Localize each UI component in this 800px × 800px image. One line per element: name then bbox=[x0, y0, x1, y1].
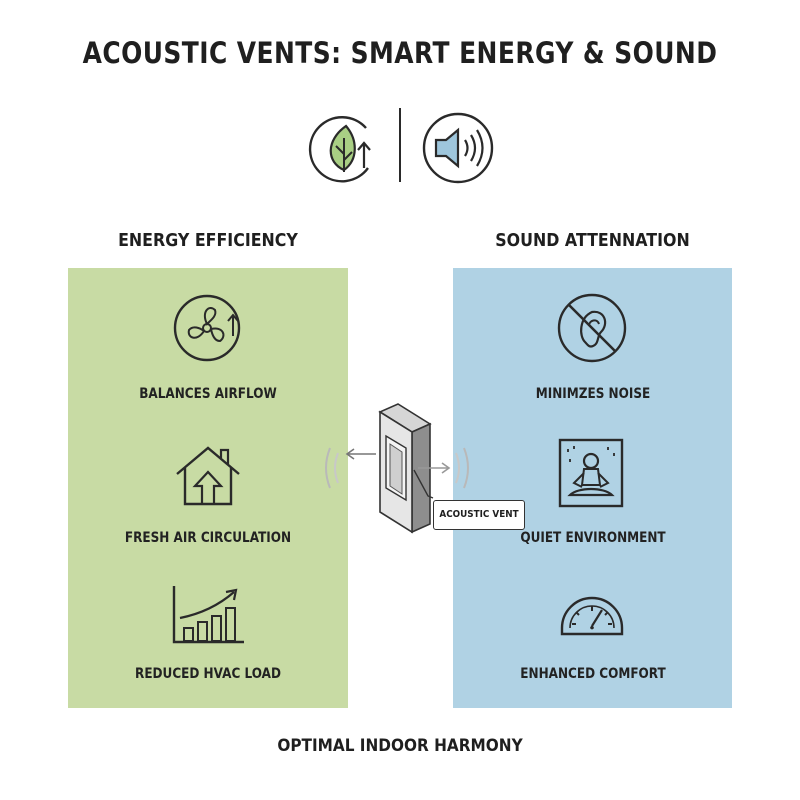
leaf-arrow-icon bbox=[308, 116, 371, 183]
gauge-icon bbox=[560, 596, 624, 636]
sound-heading: SOUND ATTENNATION bbox=[495, 230, 690, 251]
house-icon bbox=[176, 446, 240, 506]
feature-label-minimizes-noise: MINIMZES NOISE bbox=[535, 386, 651, 402]
footer-caption: OPTIMAL INDOOR HARMONY bbox=[277, 736, 523, 756]
feature-label-balances-airflow: BALANCES AIRFLOW bbox=[139, 386, 277, 402]
feature-label-reduced-hvac: REDUCED HVAC LOAD bbox=[135, 666, 281, 682]
acoustic-vent-label: ACOUSTIC VENT bbox=[439, 509, 519, 520]
acoustic-vent-callout: ACOUSTIC VENT bbox=[433, 500, 525, 530]
no-ear-icon bbox=[557, 293, 627, 363]
energy-heading: ENERGY EFFICIENCY bbox=[118, 230, 298, 251]
acoustic-vent-illustration bbox=[325, 403, 469, 534]
header-divider bbox=[399, 108, 401, 182]
feature-label-fresh-air: FRESH AIR CIRCULATION bbox=[124, 530, 292, 546]
meditation-icon bbox=[558, 438, 624, 508]
feature-label-enhanced-comfort: ENHANCED COMFORT bbox=[520, 666, 666, 682]
page-title: ACOUSTIC VENTS: SMART ENERGY & SOUND bbox=[82, 36, 718, 70]
speaker-icon bbox=[422, 112, 494, 184]
fan-icon bbox=[173, 294, 241, 362]
feature-label-quiet-environment: QUIET ENVIRONMENT bbox=[520, 530, 666, 546]
growth-chart-icon bbox=[172, 586, 244, 644]
